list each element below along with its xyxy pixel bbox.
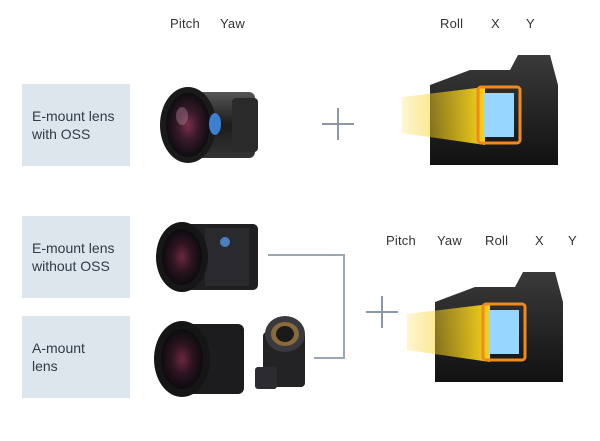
- amount-lens-icon: [154, 321, 244, 397]
- mount-adapter-icon: [255, 316, 305, 389]
- label-emount-with-oss: E-mount lens with OSS: [22, 84, 130, 166]
- emount-oss-lens-icon: [160, 87, 258, 163]
- oss-badge-icon: [209, 113, 221, 135]
- label-emount-without-oss-text: E-mount lens without OSS: [32, 240, 115, 274]
- plus-icon: [322, 108, 354, 140]
- top-axis-roll: Roll: [440, 16, 464, 31]
- top-axis-yaw: Yaw: [220, 16, 245, 31]
- emount-no-oss-lens-icon: [156, 222, 258, 292]
- top-axis-y: Y: [526, 16, 535, 31]
- bottom-axis-y: Y: [568, 233, 577, 248]
- label-amount: A-mount lens: [22, 316, 130, 398]
- bottom-axis-roll: Roll: [485, 233, 509, 248]
- label-emount-without-oss: E-mount lens without OSS: [22, 216, 130, 298]
- top-axis-x: X: [491, 16, 500, 31]
- plus-icon-bottom: [366, 296, 398, 328]
- label-emount-with-oss-text: E-mount lens with OSS: [32, 108, 115, 142]
- bottom-axis-x: X: [535, 233, 544, 248]
- label-amount-text: A-mount lens: [32, 340, 85, 374]
- bottom-axis-yaw: Yaw: [437, 233, 462, 248]
- camera-body-bottom-icon: [407, 272, 563, 382]
- top-axis-pitch: Pitch: [170, 16, 200, 31]
- bottom-axis-pitch: Pitch: [386, 233, 416, 248]
- connector-bracket: [268, 254, 345, 359]
- camera-body-top-icon: [402, 55, 558, 165]
